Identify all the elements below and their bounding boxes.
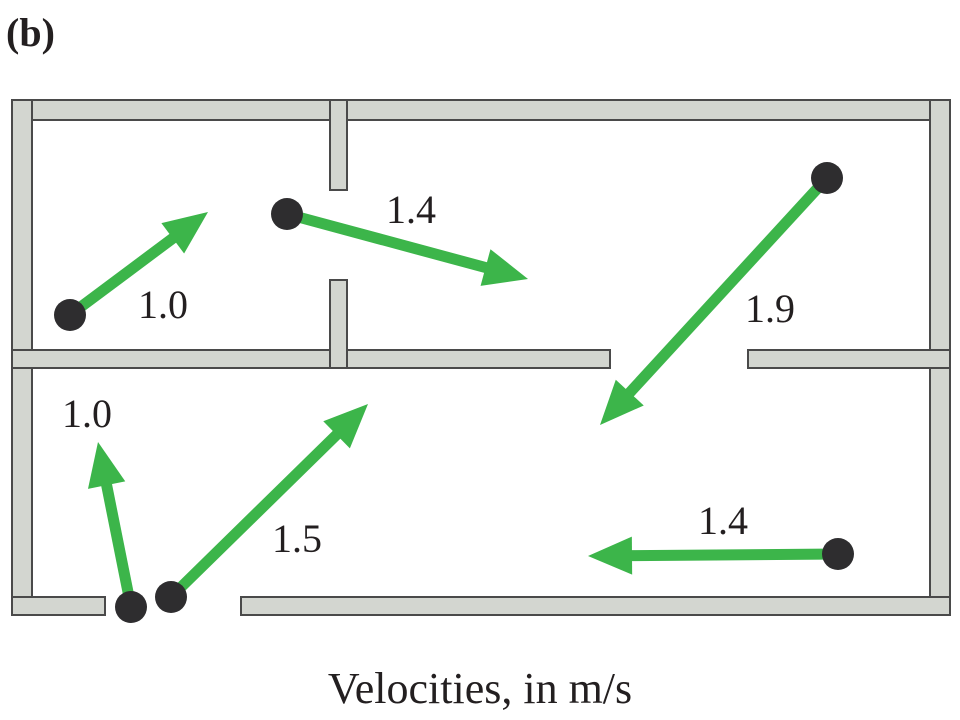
person-dot-doorway bbox=[271, 198, 303, 230]
caption: Velocities, in m/s bbox=[328, 664, 632, 713]
velocity-arrows bbox=[54, 162, 854, 623]
partition-upper-segment bbox=[329, 99, 348, 191]
velocity-arrowhead-top-right-room bbox=[600, 379, 644, 425]
velocity-arrowhead-bottom-left-up bbox=[87, 442, 126, 489]
velocity-arrowhead-doorway bbox=[480, 249, 528, 286]
velocity-label-top-left-room: 1.0 bbox=[138, 282, 188, 327]
velocity-arrowhead-bottom-left-diagonal bbox=[323, 404, 368, 449]
person-dot-bottom-left-up bbox=[115, 591, 147, 623]
velocity-arrow-shaft-bottom-right bbox=[627, 548, 839, 562]
person-dot-top-left-room bbox=[54, 299, 86, 331]
velocity-labels: 1.0 1.4 1.9 1.0 1.5 1.4 bbox=[62, 187, 795, 561]
velocity-arrowhead-top-left-room bbox=[161, 212, 208, 254]
velocity-arrow-shaft-bottom-left-diagonal bbox=[167, 428, 344, 601]
velocity-label-doorway: 1.4 bbox=[386, 187, 436, 232]
velocity-label-bottom-right: 1.4 bbox=[698, 498, 748, 543]
velocity-label-bottom-left-up: 1.0 bbox=[62, 391, 112, 436]
person-dot-top-right-room bbox=[811, 162, 843, 194]
wall-middle-left-segment bbox=[11, 349, 611, 369]
wall-bottom-right-segment bbox=[240, 596, 951, 616]
velocity-arrow-shaft-top-right-room bbox=[623, 174, 832, 400]
velocity-arrow-shaft-doorway bbox=[285, 208, 491, 274]
partition-lower-segment bbox=[329, 279, 348, 369]
person-dot-bottom-left-diagonal bbox=[155, 581, 187, 613]
person-dot-bottom-right bbox=[822, 538, 854, 570]
wall-middle-right-segment bbox=[747, 349, 951, 369]
wall-top bbox=[11, 99, 951, 121]
panel-label: (b) bbox=[6, 10, 55, 55]
velocity-arrow-shaft-bottom-left-up bbox=[100, 480, 137, 609]
velocity-label-top-right-room: 1.9 bbox=[745, 286, 795, 331]
velocity-arrowhead-bottom-right bbox=[588, 536, 633, 575]
building-walls bbox=[11, 99, 951, 616]
velocity-arrow-shaft-top-left-room bbox=[66, 231, 180, 320]
wall-bottom-left-segment bbox=[11, 596, 106, 616]
velocity-label-bottom-left-diagonal: 1.5 bbox=[272, 516, 322, 561]
